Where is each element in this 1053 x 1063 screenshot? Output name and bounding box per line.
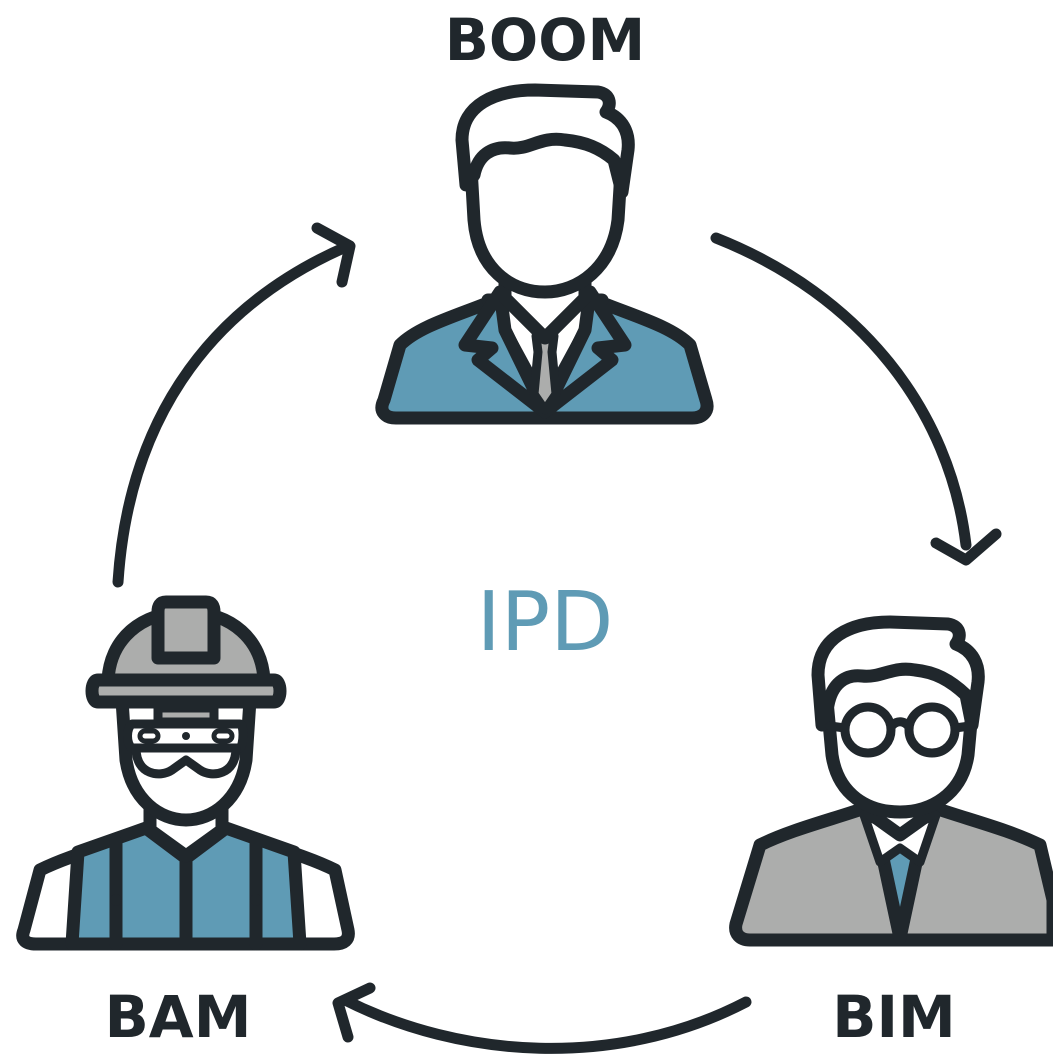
businessman-icon — [375, 83, 714, 425]
arrow-boom-to-bim — [710, 232, 1002, 566]
construction-worker-icon — [16, 595, 355, 951]
engineer-with-glasses-icon — [729, 615, 1053, 947]
label-bim: BIM — [832, 983, 956, 1051]
label-ipd: IPD — [477, 575, 614, 670]
label-bam: BAM — [105, 983, 252, 1051]
label-boom: BOOM — [445, 6, 646, 74]
arrow-bam-to-boom — [112, 222, 356, 588]
arrow-bim-to-bam — [332, 982, 752, 1054]
